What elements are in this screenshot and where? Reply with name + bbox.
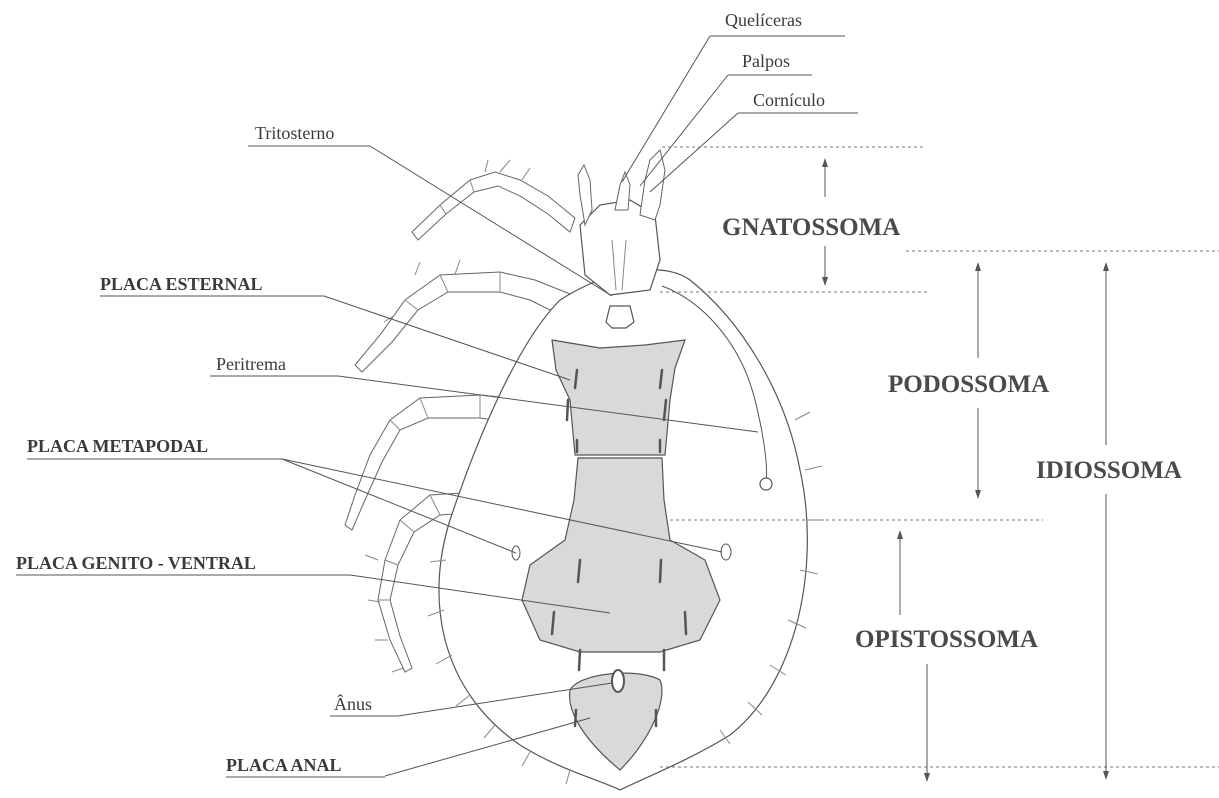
anus-shape xyxy=(612,670,624,692)
region-idiossoma: IDIOSSOMA xyxy=(1036,457,1182,484)
label-palpos: Palpos xyxy=(742,51,790,71)
label-tritosterno: Tritosterno xyxy=(255,123,334,143)
label-peritrema: Peritrema xyxy=(216,354,286,374)
region-gnatossoma: GNATOSSOMA xyxy=(722,214,900,241)
label-corniculo: Cornículo xyxy=(753,90,825,110)
label-placa-esternal: PLACA ESTERNAL xyxy=(100,274,263,294)
label-placa-anal: PLACA ANAL xyxy=(226,755,342,775)
label-anus: Ânus xyxy=(334,693,372,714)
label-queliceras: Quelíceras xyxy=(725,10,802,30)
label-placa-metapodal: PLACA METAPODAL xyxy=(27,436,208,456)
region-opistossoma: OPISTOSSOMA xyxy=(855,626,1038,653)
metapodal-plate-right xyxy=(721,544,731,560)
region-podossoma: PODOSSOMA xyxy=(888,371,1049,398)
leg-1 xyxy=(412,172,575,240)
label-placa-genito-ventral: PLACA GENITO - VENTRAL xyxy=(16,553,256,573)
